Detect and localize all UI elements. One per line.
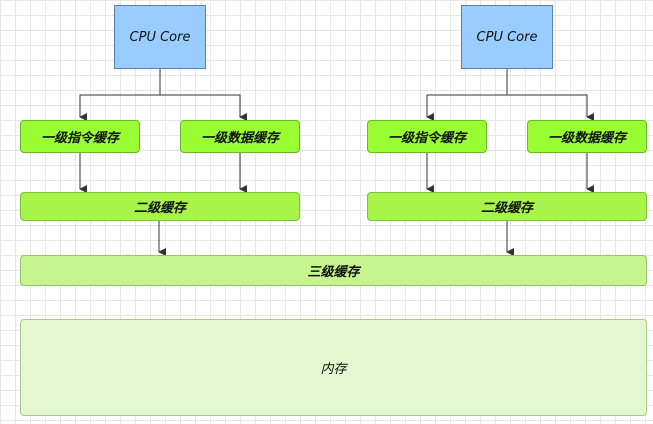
l2-cache-right: 二级缓存 (367, 192, 647, 221)
cpu-right-to-l1d-connector (507, 94, 594, 121)
cpu-left-to-l1-connector (79, 69, 161, 121)
l1-instruction-cache-left: 一级指令缓存 (20, 120, 140, 153)
cpu-right-to-l1-connector (426, 69, 508, 121)
main-memory: 内存 (20, 319, 647, 416)
l1-data-cache-right: 一级数据缓存 (527, 120, 647, 153)
l1-instruction-cache-right: 一级指令缓存 (367, 120, 487, 153)
cpu-core-right: CPU Core (461, 5, 553, 69)
l2-cache-left: 二级缓存 (20, 192, 300, 221)
l1-data-cache-left: 一级数据缓存 (180, 120, 300, 153)
cpu-core-left: CPU Core (114, 5, 206, 69)
cpu-left-to-l1d-connector (160, 94, 247, 121)
l3-cache: 三级缓存 (20, 255, 647, 286)
